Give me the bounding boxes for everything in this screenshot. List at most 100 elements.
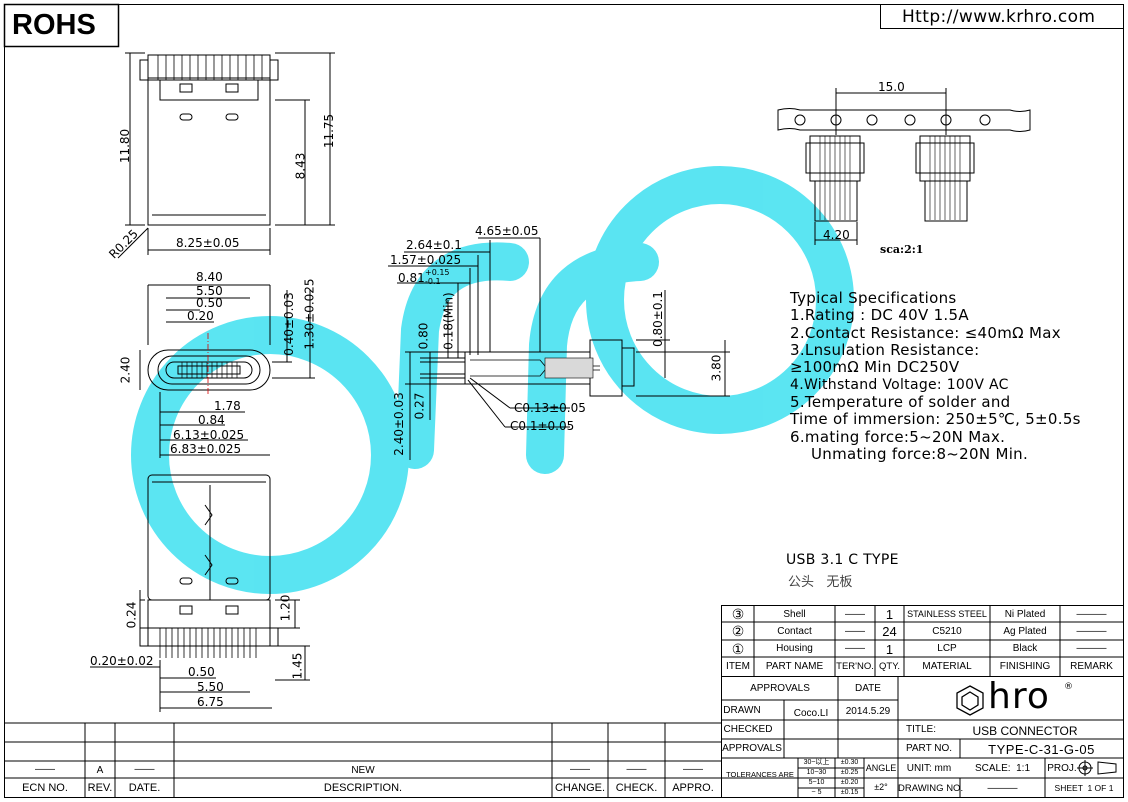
bom-header-finish: FINISHING [999,661,1051,672]
rev-col-check: CHECK. [615,782,658,794]
dim-end-w1: 8.40 [196,270,223,284]
rev-col-rev: REV. [87,782,113,794]
bom-row-3-finish: Black [1012,643,1038,654]
hro-watermark [131,166,854,594]
rev-col-date: DATE. [128,782,161,794]
bom-row-2-item: ② [731,623,745,639]
rev-check-dash: —— [626,764,647,775]
dim-side-v1: 0.80 [416,322,431,350]
dim-tape-width: 4.20 [823,228,850,242]
bom-row-1-finish: Ni Plated [1004,609,1046,620]
rev-desc-value: NEW [351,765,375,776]
tb-checked-label: CHECKED [723,724,773,735]
tb-title-label: TITLE: [906,724,937,735]
dim-width: 8.25±0.05 [176,236,240,250]
tb-tol-value-4: ±0.15 [840,789,859,796]
dim-side-a2: 2.64±0.1 [406,238,462,252]
bom-row-3-remark: ——— [1076,643,1107,654]
bom-row-3-name: Housing [776,643,813,654]
spec-line-7: Time of immersion: 250±5℃, 5±0.5s [790,410,1081,428]
tb-logo-registered: ® [1064,682,1073,692]
tb-sheet: SHEET 1 OF 1 [1054,783,1114,793]
bom-row-2-ter: —— [845,626,865,637]
dim-bottom-v1: 0.24 [124,601,139,629]
bom-row-3-item: ① [731,641,745,657]
dim-end-w2: 5.50 [196,284,223,298]
rohs-badge: ROHS [12,9,96,41]
spec-line-8: 6.mating force:5~20N Max. [790,428,1006,446]
spec-line-4: ≥100mΩ Min DC250V [790,358,960,376]
dim-side-v5: 2.40±0.03 [391,392,406,456]
tape-view [777,88,1031,245]
tb-date-header: DATE [855,683,881,694]
tb-drawn-by: Coco.LI [793,708,829,719]
tb-angle-label: ANGLE [865,763,897,773]
dim-end-b4: 6.83±0.025 [170,442,242,456]
dim-end-b1: 1.78 [214,399,241,413]
tb-drawn-label: DRAWN [723,705,761,716]
dim-bottom-v3: 1.45 [290,652,305,680]
revision-grid [5,722,721,798]
tb-tol-range-3: 5~10 [808,779,825,786]
bom-row-2-remark: ——— [1076,626,1107,637]
bom-row-1-ter: —— [845,609,865,620]
tb-part-value: TYPE-C-31-G-05 [988,742,1095,757]
dim-bottom-h1: 0.20±0.02 [90,654,154,668]
dim-side-v6: 0.27 [412,392,427,420]
rev-change-dash: —— [570,764,590,775]
dim-side-a4: 0.81 [398,271,425,285]
spec-line-3: 3.Lnsulation Resistance: [790,341,980,359]
rev-date-dash: —— [134,764,155,775]
tb-part-label: PART NO. [905,743,953,754]
product-type: USB 3.1 C TYPE [786,552,899,568]
spec-line-1: 1.Rating : DC 40V 1.5A [790,306,969,324]
dim-end-v1: 0.40±0.03 [281,292,296,356]
bom-row-1-item: ③ [731,606,745,622]
bom-row-1-remark: ——— [1076,609,1107,620]
tb-proj-label: PROJ. [1047,763,1077,774]
rev-value: A [96,765,104,776]
tb-unit: UNIT: mm [906,763,952,774]
bom-header-ter: TER'NO. [836,661,874,672]
bom-grid [721,605,1124,677]
bom-header-name: PART NAME [765,661,824,672]
dim-bottom-h2: 0.50 [188,665,215,679]
dim-end-b2: 0.84 [198,413,225,427]
title-block-grid [721,676,1124,798]
tb-tol-range-1: 30~以上 [803,759,830,766]
top-view [117,52,335,259]
dim-side-a1: 4.65±0.05 [475,224,539,238]
website-box [880,4,1124,29]
dim-side-c1: C0.13±0.05 [514,401,586,415]
bom-row-1-qty: 1 [885,607,894,622]
dim-height-shell: 11.75 [322,113,337,149]
tb-approvals-label: APPROVALS [722,743,782,754]
tb-tol-range-2: 10~30 [806,769,827,776]
bom-row-2-name: Contact [777,626,812,637]
tb-drawing-value: ——— [987,783,1018,794]
spec-line-6: 5.Temperature of solder and [790,393,1011,411]
dim-side-a4-tol-dn: -0.1 [425,277,441,286]
projection-symbol [1077,760,1117,776]
rev-ecn-dash: —— [35,764,55,775]
bom-header-remark: REMARK [1070,661,1113,672]
rev-appro-dash: —— [683,764,703,775]
rev-col-change: CHANGE. [554,782,606,794]
bom-row-2-finish: Ag Plated [1003,626,1047,637]
bom-row-3-qty: 1 [885,642,894,657]
bom-header-item: ITEM [726,661,750,672]
bom-row-1-material: STAINLESS STEEL [907,609,987,619]
tb-approvals-header: APPROVALS [750,683,810,694]
tb-drawn-date: 2014.5.29 [845,706,891,717]
tb-drawing-label: DRAWING NO. [898,783,964,794]
website-url[interactable]: Http://www.krhro.com [902,7,1096,27]
dim-bottom-h4: 6.75 [197,695,224,709]
dim-end-b3: 6.13±0.025 [173,428,245,442]
rev-col-ecn: ECN NO. [22,782,68,794]
dim-side-c2: C0.1±0.05 [510,419,575,433]
dim-side-v3: 0.80±0.1 [650,291,665,347]
tb-title-value: USB CONNECTOR [972,724,1078,738]
bom-row-1-name: Shell [783,609,806,620]
dim-side-v2: 0.18(Min) [441,292,456,350]
